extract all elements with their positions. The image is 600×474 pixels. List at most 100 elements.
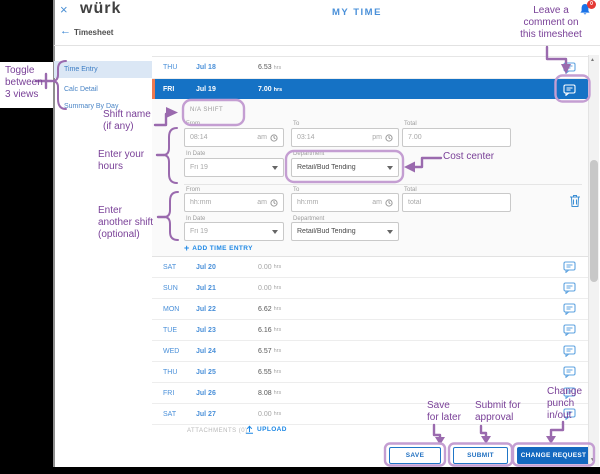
to-time-field[interactable]: 03:14 pm — [291, 128, 399, 147]
table-row[interactable]: FRI Jul 19 7.00 hrs — [152, 79, 588, 101]
row-hours-unit: hrs — [273, 86, 283, 93]
table-row[interactable]: MON Jul 22 6.62 hrs — [152, 299, 588, 320]
submit-button[interactable]: SUBMIT — [453, 447, 508, 464]
table-row[interactable]: TUE Jul 23 6.16 hrs — [152, 320, 588, 341]
table-row[interactable]: WED Jul 24 6.57 hrs — [152, 341, 588, 362]
row-date-label: Jul 26 — [196, 389, 216, 397]
row-date-label: Jul 21 — [196, 284, 216, 292]
annotation-shift-name: Shift name (if any) — [103, 109, 151, 132]
total-field[interactable]: 7.00 — [402, 128, 511, 147]
timesheet-rows-bottom: SAT Jul 20 0.00 hrs SUN Jul 21 0.00 hrs … — [152, 257, 588, 425]
chevron-down-icon — [387, 165, 393, 170]
total-label: Total — [404, 121, 417, 127]
row-hours-unit: hrs — [273, 369, 282, 375]
comment-icon[interactable] — [563, 345, 576, 357]
delete-icon[interactable] — [569, 194, 581, 208]
comment-icon[interactable] — [563, 61, 576, 74]
form-divider — [184, 184, 582, 185]
close-icon[interactable]: × — [60, 2, 68, 17]
from-time-field[interactable]: 08:14 am — [184, 128, 284, 147]
add-time-entry-label: ADD TIME ENTRY — [192, 244, 253, 252]
upload-button[interactable]: UPLOAD — [245, 425, 287, 434]
row-date-label: Jul 23 — [196, 326, 216, 334]
upload-label: UPLOAD — [257, 426, 287, 433]
scroll-down-icon[interactable]: ▼ — [590, 457, 595, 463]
to-time-field-2[interactable]: hh:mm am — [291, 193, 399, 212]
row-day-label: SUN — [163, 284, 178, 292]
clock-icon — [385, 133, 393, 142]
notification-badge: 0 — [587, 0, 596, 9]
row-hours-value: 0.00 — [258, 410, 272, 418]
to-time-value: 03:14 — [297, 134, 315, 141]
department-label: Department — [293, 216, 325, 222]
department-value: Retail/Bud Tending — [297, 228, 356, 235]
row-hours-value: 8.08 — [258, 389, 272, 397]
row-hours-unit: hrs — [273, 306, 282, 312]
comment-icon[interactable] — [563, 261, 576, 273]
back-arrow-icon[interactable]: ← — [60, 25, 71, 37]
comment-icon[interactable] — [563, 366, 576, 378]
row-day-label: FRI — [163, 389, 175, 397]
table-row[interactable]: THU Jul 25 6.55 hrs — [152, 362, 588, 383]
sidebar-item-time-entry[interactable]: Time Entry — [54, 61, 152, 78]
row-date-label: Jul 19 — [196, 86, 216, 93]
total-label: Total — [404, 187, 417, 193]
comment-icon[interactable] — [563, 387, 576, 399]
department-select[interactable]: Retail/Bud Tending — [291, 158, 399, 177]
table-row[interactable]: SAT Jul 27 0.00 hrs — [152, 404, 588, 425]
breadcrumb[interactable]: Timesheet — [74, 28, 114, 37]
row-hours-value: 6.16 — [258, 326, 272, 334]
from-time-value: 08:14 — [190, 134, 208, 141]
table-row[interactable]: FRI Jul 26 8.08 hrs — [152, 383, 588, 404]
clock-icon — [270, 198, 278, 207]
comment-icon[interactable] — [563, 282, 576, 294]
row-day-label: FRI — [163, 86, 175, 93]
in-date-select-2[interactable]: Fri 19 — [184, 222, 284, 241]
total-placeholder: total — [408, 199, 422, 206]
comment-icon[interactable] — [563, 303, 576, 315]
app-logo: würk — [80, 0, 122, 17]
row-day-label: SAT — [163, 263, 177, 271]
change-request-button[interactable]: CHANGE REQUEST — [517, 447, 590, 464]
comment-icon[interactable] — [563, 324, 576, 336]
table-row[interactable]: SAT Jul 20 0.00 hrs — [152, 257, 588, 278]
save-button[interactable]: SAVE — [389, 447, 441, 464]
department-select-2[interactable]: Retail/Bud Tending — [291, 222, 399, 241]
comment-icon[interactable] — [563, 83, 576, 96]
sidebar-item-calc-detail[interactable]: Calc Detail — [64, 86, 98, 93]
in-date-select[interactable]: Fri 19 — [184, 158, 284, 177]
page-title: MY TIME — [332, 7, 382, 18]
annotation-toggle-views: Toggle between 3 views — [5, 65, 43, 100]
row-hours-unit: hrs — [273, 348, 282, 354]
clock-icon — [270, 133, 278, 142]
sidebar-item-summary-by-day[interactable]: Summary By Day — [64, 103, 119, 110]
row-hours-unit: hrs — [273, 390, 282, 396]
to-label: To — [293, 187, 300, 193]
row-day-label: TUE — [163, 326, 177, 334]
scroll-up-icon[interactable]: ▲ — [590, 57, 595, 63]
row-hours-value: 6.57 — [258, 347, 272, 355]
row-hours-unit: hrs — [273, 327, 282, 333]
annotation-enter-hours: Enter your hours — [98, 149, 145, 172]
clock-icon — [385, 198, 393, 207]
annotation-change-punch: Change punch in/out — [547, 386, 583, 421]
annotation-cost-center: Cost center — [443, 151, 495, 162]
to-meridiem: pm — [372, 134, 382, 141]
row-hours-value: 7.00 — [258, 86, 272, 93]
row-hours-value: 6.62 — [258, 305, 272, 313]
header-divider — [54, 45, 600, 46]
comment-icon[interactable] — [563, 408, 576, 420]
scrollbar-thumb[interactable] — [590, 160, 598, 282]
table-row[interactable]: SUN Jul 21 0.00 hrs — [152, 278, 588, 299]
table-row[interactable]: THU Jul 18 6.53 hrs — [152, 57, 588, 79]
from-label: From — [186, 121, 200, 127]
add-time-entry-button[interactable]: + ADD TIME ENTRY — [184, 243, 253, 253]
total-field-2[interactable]: total — [402, 193, 511, 212]
to-label: To — [293, 121, 300, 127]
from-time-field-2[interactable]: hh:mm am — [184, 193, 284, 212]
annotation-another-shift: Enter another shift (optional) — [98, 205, 154, 240]
row-day-label: MON — [163, 305, 180, 313]
in-date-value: Fri 19 — [190, 164, 208, 171]
row-date-label: Jul 24 — [196, 347, 216, 355]
row-day-label: WED — [163, 347, 180, 355]
